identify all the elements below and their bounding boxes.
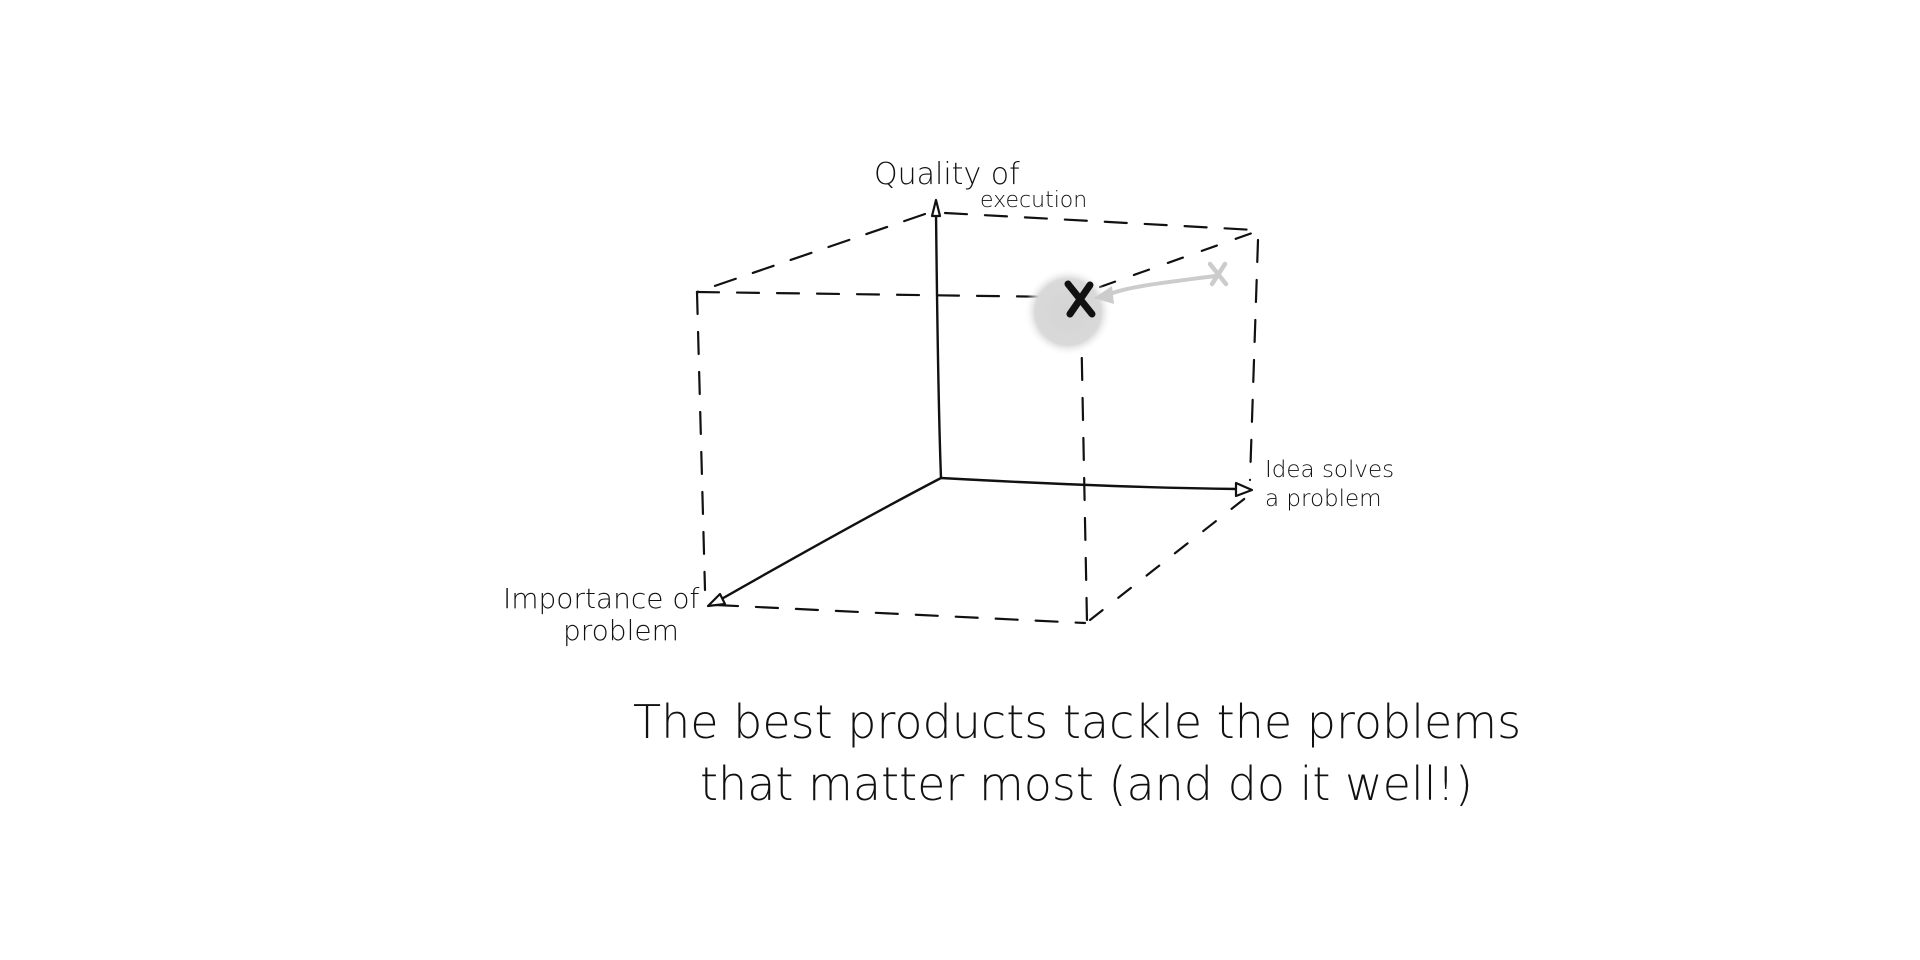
arrowhead-right-icon	[1234, 481, 1254, 498]
cube-edge-left-vertical	[695, 290, 707, 592]
caption-line2: that matter most (and do it well!)	[700, 757, 1473, 811]
cube-edge-top-left	[695, 212, 927, 294]
axis-vertical	[934, 210, 943, 480]
cube-edge-top-back	[943, 211, 1257, 232]
cube-edge-top-right	[1098, 230, 1257, 289]
depth-axis-label-line2: problem	[563, 614, 679, 647]
axis-depth	[716, 476, 943, 603]
cube-edge-back-vertical	[1248, 238, 1260, 482]
cube-edges	[695, 211, 1260, 625]
cube-edge-top-front	[695, 290, 1062, 299]
caption-line1: The best products tackle the problems	[633, 695, 1521, 749]
cube-edge-bottom-front	[714, 603, 1087, 625]
previous-position-x-icon	[1207, 261, 1229, 287]
caption: The best products tackle the problems th…	[633, 695, 1521, 811]
move-arrow	[1108, 274, 1217, 296]
axis-horizontal	[939, 476, 1240, 491]
cube-edge-right-vertical	[1079, 316, 1089, 624]
target-x-icon	[1064, 280, 1096, 318]
horizontal-axis-label-line2: a problem	[1265, 486, 1382, 512]
axis-labels: Quality of execution Idea solves a probl…	[503, 157, 1394, 647]
axes	[706, 198, 1254, 608]
arrowhead-up-icon	[930, 198, 942, 218]
vertical-axis-label-line2: execution	[980, 188, 1087, 213]
markers	[1024, 261, 1229, 356]
depth-axis-label-line1: Importance of	[503, 582, 699, 615]
vertical-axis-label-line1: Quality of	[874, 157, 1020, 192]
arrowhead-down-left-icon	[706, 592, 727, 608]
horizontal-axis-label-line1: Idea solves	[1265, 457, 1394, 483]
cube-edge-bottom-right	[1088, 490, 1255, 622]
move-arrowhead-icon	[1094, 286, 1114, 304]
